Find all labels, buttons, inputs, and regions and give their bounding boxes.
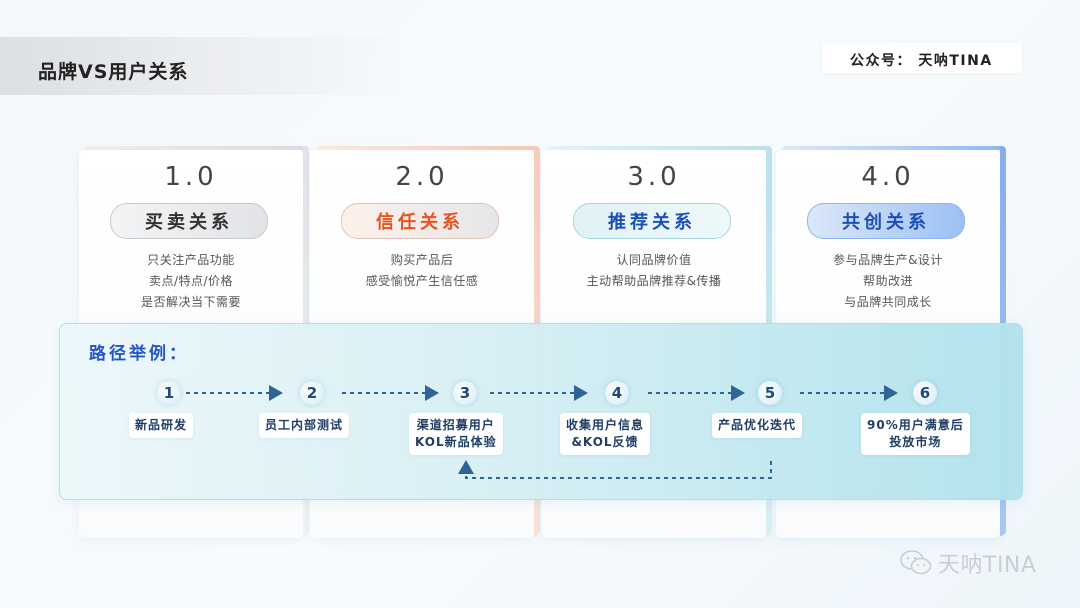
- step-line: 新品研发: [135, 418, 188, 432]
- wechat-icon: [900, 550, 932, 575]
- watermark-text: 天呐TINA: [938, 553, 1037, 578]
- card-pill: 信任关系: [341, 203, 499, 239]
- step-3-label: 渠道招募用户 KOL新品体验: [409, 413, 503, 455]
- card-number: 4.0: [861, 162, 915, 192]
- feedback-loop-arrow: [458, 460, 772, 479]
- card-edge: [548, 146, 772, 150]
- card-description: 只关注产品功能 卖点/特点/价格 是否解决当下需要: [79, 250, 303, 313]
- step-line: 收集用户信息: [566, 418, 645, 432]
- card-number: 3.0: [627, 162, 681, 192]
- desc-line: 帮助改进: [862, 274, 913, 288]
- desc-line: 卖点/特点/价格: [148, 274, 234, 288]
- desc-line: 与品牌共同成长: [844, 295, 932, 309]
- step-line: 渠道招募用户: [416, 418, 495, 432]
- card-description: 认同品牌价值 主动帮助品牌推荐&传播: [542, 250, 766, 292]
- step-1-label: 新品研发: [129, 413, 194, 438]
- card-edge: [85, 146, 309, 150]
- desc-line: 购买产品后: [390, 253, 454, 267]
- title-bar: [0, 37, 400, 95]
- card-pill: 共创关系: [807, 203, 965, 239]
- account-box: [822, 43, 1022, 73]
- watermark: 天呐TINA: [900, 547, 1036, 579]
- card-description: 购买产品后 感受愉悦产生信任感: [310, 250, 534, 292]
- step-4-label: 收集用户信息 &KOL反馈: [560, 413, 651, 455]
- step-line: 员工内部测试: [265, 418, 344, 432]
- step-2-label: 员工内部测试: [259, 413, 350, 438]
- step-3-circle: 3: [453, 381, 477, 405]
- account-label: 公众号： 天呐TINA: [850, 53, 993, 69]
- desc-line: 认同品牌价值: [616, 253, 692, 267]
- card-pill: 买卖关系: [110, 203, 268, 239]
- desc-line: 只关注产品功能: [147, 253, 235, 267]
- step-5-circle: 5: [758, 381, 782, 405]
- step-2-circle: 2: [300, 381, 324, 405]
- card-pill: 推荐关系: [573, 203, 731, 239]
- path-panel: [59, 323, 1023, 500]
- step-line: KOL新品体验: [415, 435, 497, 449]
- step-line: 投放市场: [889, 435, 942, 449]
- card-edge: [782, 146, 1006, 150]
- step-line: 90%用户满意后: [867, 418, 964, 432]
- card-number: 2.0: [395, 162, 449, 192]
- desc-line: 主动帮助品牌推荐&传播: [586, 274, 722, 288]
- step-4-circle: 4: [605, 381, 629, 405]
- step-line: &KOL反馈: [571, 435, 639, 449]
- step-6-label: 90%用户满意后 投放市场: [861, 413, 970, 455]
- step-1-circle: 1: [157, 381, 181, 405]
- desc-line: 感受愉悦产生信任感: [365, 274, 479, 288]
- path-title: 路径举例：: [89, 344, 189, 364]
- desc-line: 参与品牌生产&设计: [833, 253, 943, 267]
- desc-line: 是否解决当下需要: [140, 295, 241, 309]
- step-5-label: 产品优化迭代: [712, 413, 803, 438]
- step-6-circle: 6: [913, 381, 937, 405]
- card-number: 1.0: [164, 162, 218, 192]
- step-line: 产品优化迭代: [718, 418, 797, 432]
- card-description: 参与品牌生产&设计 帮助改进 与品牌共同成长: [776, 250, 1000, 313]
- card-edge: [316, 146, 540, 150]
- page-title: 品牌VS用户关系: [38, 61, 189, 83]
